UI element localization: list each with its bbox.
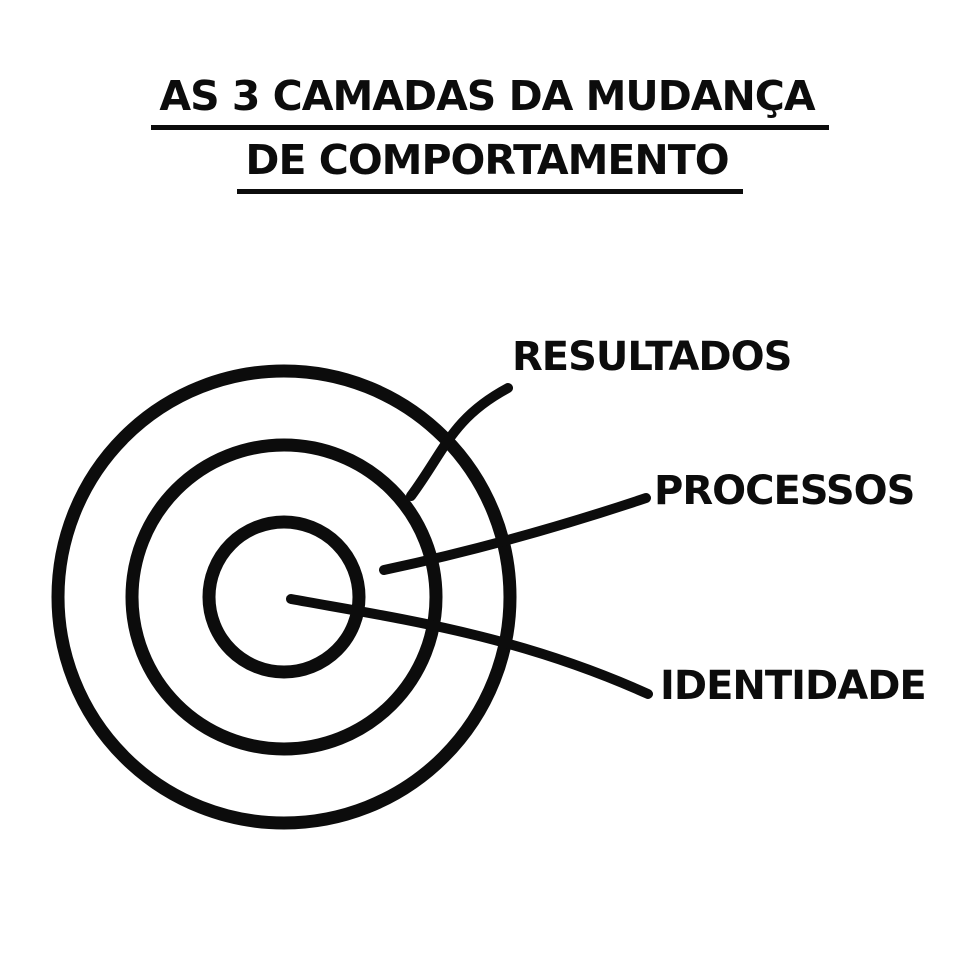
page-title: AS 3 CAMADAS DA MUDANÇA bbox=[0, 73, 980, 131]
processos-leader-line bbox=[379, 493, 651, 575]
resultados-leader-line bbox=[406, 383, 513, 501]
label-resultados: RESULTADOS bbox=[512, 334, 792, 380]
outer-circle-resultados bbox=[51, 364, 517, 830]
page-title-line-1: AS 3 CAMADAS DA MUDANÇA bbox=[151, 73, 829, 131]
middle-circle-processos bbox=[125, 438, 443, 756]
inner-circle-identidade bbox=[202, 515, 366, 679]
page-title-line-2: DE COMPORTAMENTO bbox=[237, 137, 743, 195]
identidade-leader-line bbox=[286, 594, 653, 699]
label-identidade: IDENTIDADE bbox=[660, 663, 927, 709]
page-subtitle: DE COMPORTAMENTO bbox=[0, 137, 980, 195]
label-processos: PROCESSOS bbox=[654, 468, 915, 514]
